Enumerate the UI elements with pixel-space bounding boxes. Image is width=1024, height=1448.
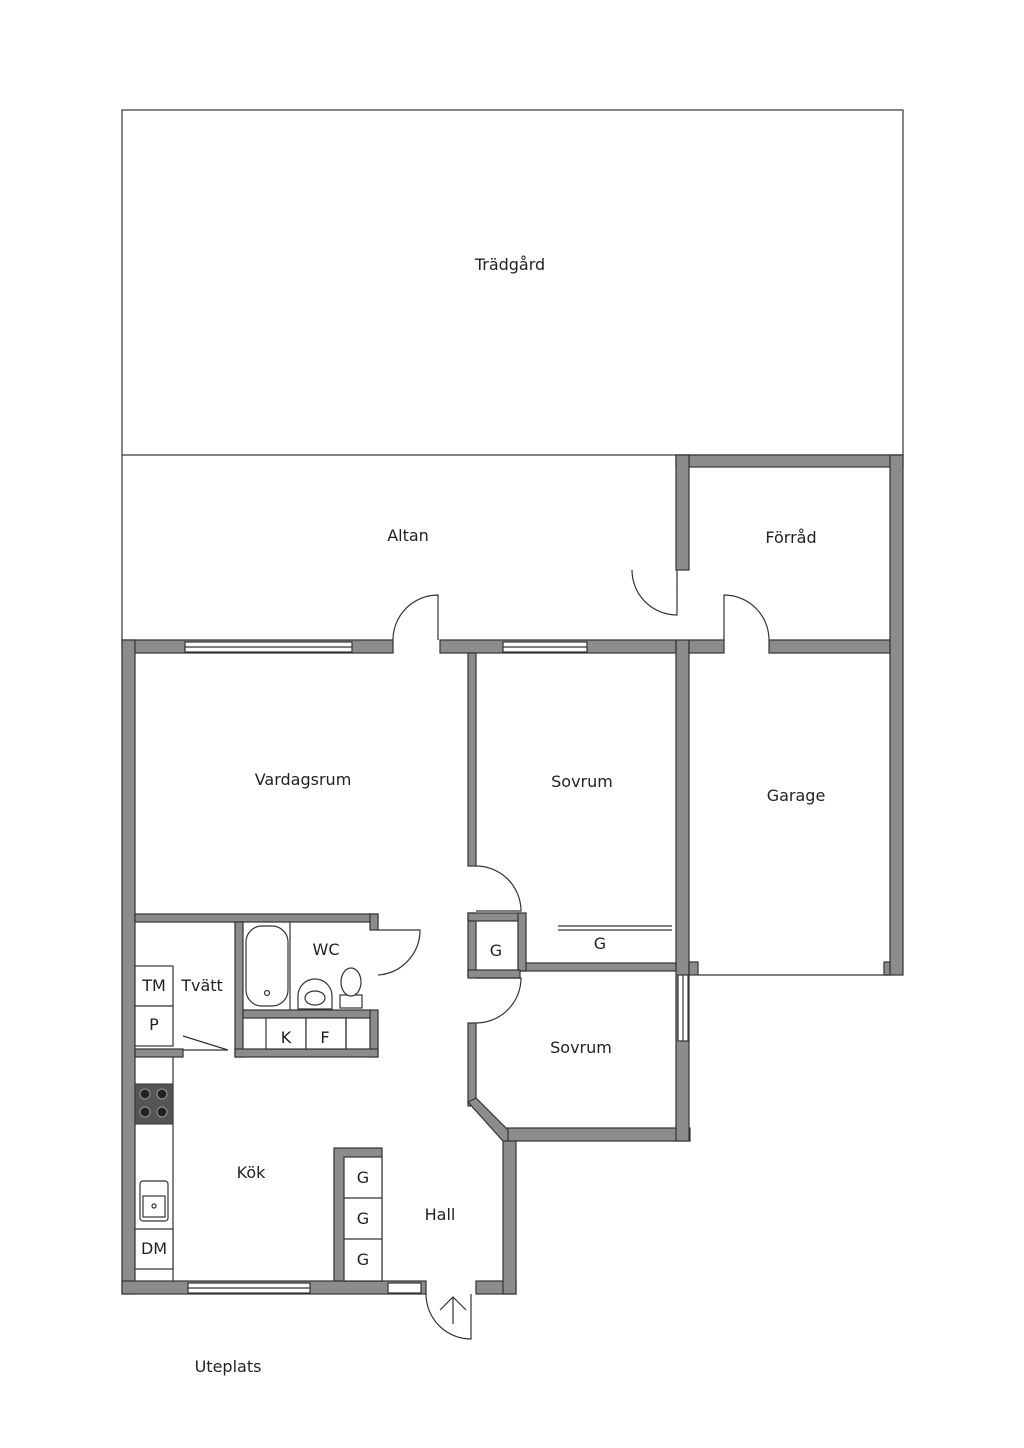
wall-closet-block-bottom	[467, 969, 521, 979]
closet-hall-inner	[343, 1156, 383, 1282]
wall-bedroom2-chamfer	[467, 1097, 509, 1142]
wall-bedroom2-west	[467, 1022, 477, 1107]
stove	[134, 1083, 174, 1125]
door-bedroom	[475, 865, 522, 912]
label-forrad: Förråd	[765, 528, 817, 547]
wall-west	[121, 639, 136, 1295]
label-dm: DM	[140, 1239, 168, 1258]
stove-burner	[139, 1088, 151, 1100]
label-vardagsrum: Vardagsrum	[254, 770, 352, 789]
wall-closet-block-left	[467, 912, 477, 977]
wall-wc-inner	[242, 1009, 371, 1019]
wall-wc-west	[234, 921, 244, 1058]
label-closet-hall-1: G	[356, 1168, 370, 1187]
bathtub	[245, 925, 289, 1007]
toilet-tank	[339, 994, 363, 1009]
wall-storage-east	[889, 454, 904, 976]
wall-closet-block-top	[467, 912, 522, 922]
wall-bedroom-south	[517, 962, 677, 972]
label-p: P	[149, 1015, 159, 1034]
garage-door-post-right	[883, 961, 891, 976]
sink-drain	[151, 1203, 157, 1209]
label-wc: WC	[312, 940, 340, 959]
entrance-arrow-head	[439, 1296, 467, 1311]
wall-storage-garage-right	[768, 639, 891, 654]
label-garage: Garage	[766, 786, 826, 805]
door-entrance	[425, 1293, 472, 1340]
washbasin-bowl	[304, 990, 326, 1006]
label-kok: Kök	[236, 1163, 266, 1182]
door-garage	[723, 594, 770, 641]
wall-storage-garage-left	[688, 639, 725, 654]
label-hall: Hall	[424, 1205, 456, 1224]
wall-living-kitchen	[134, 913, 379, 923]
cabinet-f	[305, 1017, 347, 1050]
door-storage-ext	[631, 569, 678, 616]
wall-storage-west-upper	[675, 454, 690, 571]
wall-wc-south	[234, 1048, 379, 1058]
label-uteplats: Uteplats	[194, 1357, 262, 1376]
garden-outline	[121, 109, 904, 456]
wall-storage-north	[675, 454, 904, 468]
wall-wc-east	[369, 913, 379, 931]
wall-living-bedroom	[467, 652, 477, 867]
stove-burner	[156, 1088, 168, 1100]
door-laundry	[182, 1035, 229, 1051]
dishwasher	[134, 1228, 174, 1270]
sink-basin	[142, 1195, 166, 1218]
label-sovrum-1: Sovrum	[551, 772, 613, 791]
window-hall	[387, 1282, 422, 1294]
label-closet-hall-3: G	[356, 1250, 370, 1269]
wall-closet-block-right	[517, 912, 527, 972]
toilet-bowl	[340, 967, 362, 997]
door-altan	[392, 594, 439, 641]
label-f: F	[320, 1028, 330, 1047]
stove-burner	[156, 1106, 168, 1118]
label-closet-hall-2: G	[356, 1209, 370, 1228]
sink	[139, 1180, 169, 1222]
door-bedroom2	[475, 977, 522, 1024]
label-tvatt: Tvätt	[181, 976, 223, 995]
wall-laundry-south	[134, 1048, 184, 1058]
door-wc	[377, 929, 421, 976]
washer-tm	[134, 965, 174, 1007]
label-closet-sovrum: G	[489, 941, 503, 960]
wall-sovrum2-south	[502, 1127, 691, 1142]
garage-door-post-left	[688, 961, 699, 976]
dryer-p	[134, 1005, 174, 1047]
label-tm: TM	[142, 976, 166, 995]
wall-east-house	[675, 639, 690, 1142]
label-sovrum-2: Sovrum	[550, 1038, 612, 1057]
cabinet-k	[265, 1017, 307, 1050]
label-k: K	[280, 1028, 292, 1047]
wall-hall-east	[502, 1135, 517, 1295]
bathtub-drain	[263, 989, 271, 997]
label-tradgard: Trädgård	[474, 255, 546, 274]
label-closet-wardrobe: G	[593, 934, 607, 953]
stove-burner	[139, 1106, 151, 1118]
label-altan: Altan	[387, 526, 429, 545]
